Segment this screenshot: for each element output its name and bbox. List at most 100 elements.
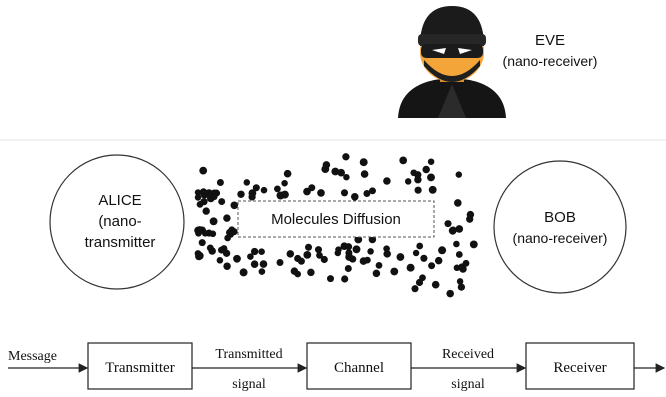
molecule-dot xyxy=(363,190,371,197)
molecule-dot xyxy=(438,246,447,255)
molecule-dot xyxy=(290,267,299,275)
molecule-dot xyxy=(250,247,259,256)
molecule-dot xyxy=(327,275,334,283)
molecule-dot xyxy=(199,166,208,175)
channel-block xyxy=(306,342,412,390)
molecule-dot xyxy=(286,250,295,258)
molecule-dot xyxy=(218,246,225,254)
molecule-dot xyxy=(247,253,254,260)
molecule-dot xyxy=(416,242,424,250)
molecule-dot xyxy=(454,199,462,207)
molecule-dot xyxy=(233,254,241,263)
molecule-dot xyxy=(223,214,231,222)
molecule-dot xyxy=(369,187,376,195)
molecule-dot xyxy=(411,285,419,293)
molecule-dot xyxy=(260,186,268,194)
molecule-dot xyxy=(383,177,391,185)
alice-role-line1: (nano- xyxy=(98,213,141,230)
received-label-line2: signal xyxy=(451,377,485,392)
molecule-cloud xyxy=(194,153,478,298)
molecule-dot xyxy=(243,179,251,186)
molecule-dot xyxy=(314,246,323,254)
molecule-dot xyxy=(199,188,208,196)
alice-node xyxy=(49,154,185,290)
molecule-dot xyxy=(316,252,323,259)
bob-name: BOB xyxy=(544,209,576,226)
molecule-dot xyxy=(237,190,245,198)
receiver-block xyxy=(525,342,635,390)
molecule-dot xyxy=(252,184,260,192)
molecule-dot xyxy=(303,251,312,259)
molecule-dot xyxy=(196,201,204,208)
molecule-dot xyxy=(307,268,315,277)
molecule-dot xyxy=(294,254,302,263)
molecule-dot xyxy=(446,289,454,298)
molecule-dot xyxy=(399,156,408,165)
molecule-dot xyxy=(209,217,218,226)
molecule-dot xyxy=(216,257,224,264)
molecule-dot xyxy=(198,239,206,247)
molecule-dot xyxy=(206,244,214,252)
molecule-dot xyxy=(372,269,381,278)
molecule-dot xyxy=(462,259,470,267)
molecule-dot xyxy=(375,262,383,269)
diffusion-label-box xyxy=(237,200,435,238)
molecule-dot xyxy=(250,260,259,268)
molecule-dot xyxy=(194,194,202,201)
molecule-dot xyxy=(456,278,464,285)
molecule-dot xyxy=(404,178,412,185)
molecule-dot xyxy=(258,248,265,256)
transmitted-label-line1: Transmitted xyxy=(215,347,282,362)
molecule-dot xyxy=(428,185,437,194)
molecule-dot xyxy=(228,226,236,233)
molecule-dot xyxy=(341,275,349,283)
diffusion-label: Molecules Diffusion xyxy=(271,211,401,228)
molecule-dot xyxy=(239,268,248,277)
molecule-dot xyxy=(349,255,357,263)
molecule-dot xyxy=(280,190,289,199)
molecule-dot xyxy=(428,262,436,270)
molecule-dot xyxy=(308,184,316,192)
transmitted-label-line2: signal xyxy=(232,377,266,392)
molecule-dot xyxy=(196,226,204,234)
molecule-dot xyxy=(431,280,440,289)
molecule-dot xyxy=(412,249,420,257)
molecule-dot xyxy=(359,158,368,167)
molecule-dot xyxy=(469,240,478,249)
molecule-dot xyxy=(422,165,430,174)
received-label-line1: Received xyxy=(442,347,494,362)
molecule-dot xyxy=(351,193,359,201)
molecule-dot xyxy=(195,252,203,261)
molecule-dot xyxy=(202,207,210,215)
pipeline-message-label: Message xyxy=(8,349,57,364)
eve-name: EVE xyxy=(535,32,565,49)
molecule-dot xyxy=(406,263,415,272)
molecule-dot xyxy=(455,251,463,258)
receiver-label: Receiver xyxy=(553,360,606,376)
alice-role-line2: transmitter xyxy=(85,234,156,251)
molecule-dot xyxy=(194,189,202,196)
molecule-dot xyxy=(368,235,377,244)
molecule-dot xyxy=(303,187,311,196)
molecule-dot xyxy=(218,198,226,206)
transmitter-label: Transmitter xyxy=(105,360,174,376)
molecule-dot xyxy=(390,267,399,276)
molecule-dot xyxy=(352,245,361,254)
molecule-dot xyxy=(344,264,352,273)
molecule-dot xyxy=(331,167,340,176)
bob-role: (nano-receiver) xyxy=(513,230,608,246)
molecule-dot xyxy=(364,256,371,264)
bob-node xyxy=(493,160,627,294)
molecule-dot xyxy=(304,243,313,251)
molecule-dot xyxy=(360,170,369,178)
molecule-dot xyxy=(340,189,349,197)
molecule-dot xyxy=(466,210,475,219)
molecule-dot xyxy=(457,283,466,291)
molecule-dot xyxy=(434,256,443,265)
molecule-dot xyxy=(248,193,256,201)
molecule-dot xyxy=(222,249,231,257)
molecule-dot xyxy=(276,259,284,266)
molecule-dot xyxy=(449,226,457,234)
molecule-dot xyxy=(216,179,224,186)
